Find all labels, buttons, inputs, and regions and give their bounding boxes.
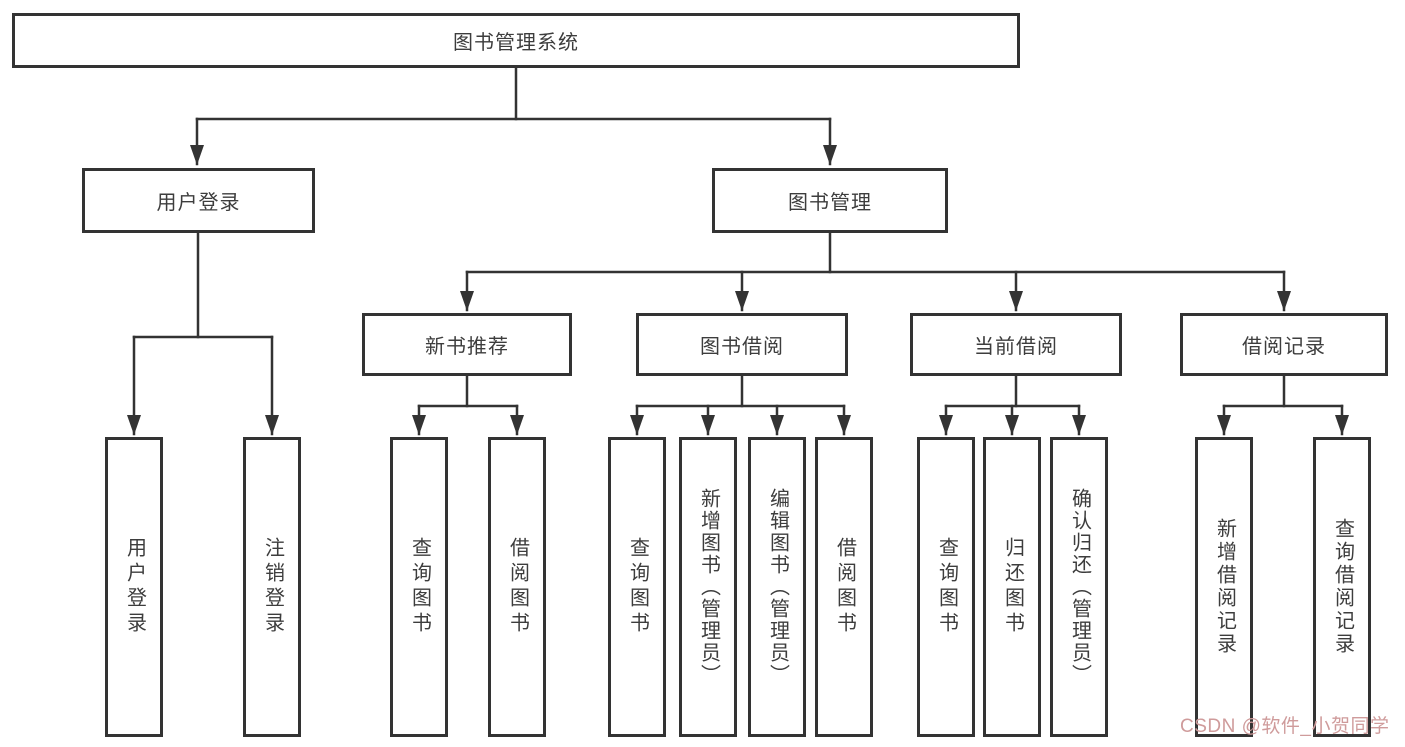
leaf-user-login: 用户登录: [105, 437, 163, 737]
leaf-query-books-borrowing: 查询图书: [608, 437, 666, 737]
leaf-edit-books-admin: 编辑图书（管理员）: [748, 437, 806, 737]
node-new-book-recommend: 新书推荐: [362, 313, 572, 376]
leaf-borrow-books-recommend: 借阅图书: [488, 437, 546, 737]
leaf-query-borrow-record: 查询借阅记录: [1313, 437, 1371, 737]
node-book-management: 图书管理: [712, 168, 948, 233]
node-library-management-system: 图书管理系统: [12, 13, 1020, 68]
leaf-logout: 注销登录: [243, 437, 301, 737]
leaf-query-books-current: 查询图书: [917, 437, 975, 737]
leaf-confirm-return-admin: 确认归还（管理员）: [1050, 437, 1108, 737]
leaf-return-books: 归还图书: [983, 437, 1041, 737]
csdn-watermark: CSDN @软件_小贺同学: [1180, 716, 1390, 737]
node-current-borrowing: 当前借阅: [910, 313, 1122, 376]
node-book-borrowing: 图书借阅: [636, 313, 848, 376]
leaf-add-borrow-record: 新增借阅记录: [1195, 437, 1253, 737]
leaf-borrow-books: 借阅图书: [815, 437, 873, 737]
node-borrowing-records: 借阅记录: [1180, 313, 1388, 376]
leaf-add-books-admin: 新增图书（管理员）: [679, 437, 737, 737]
node-user-login: 用户登录: [82, 168, 315, 233]
leaf-query-books-recommend: 查询图书: [390, 437, 448, 737]
